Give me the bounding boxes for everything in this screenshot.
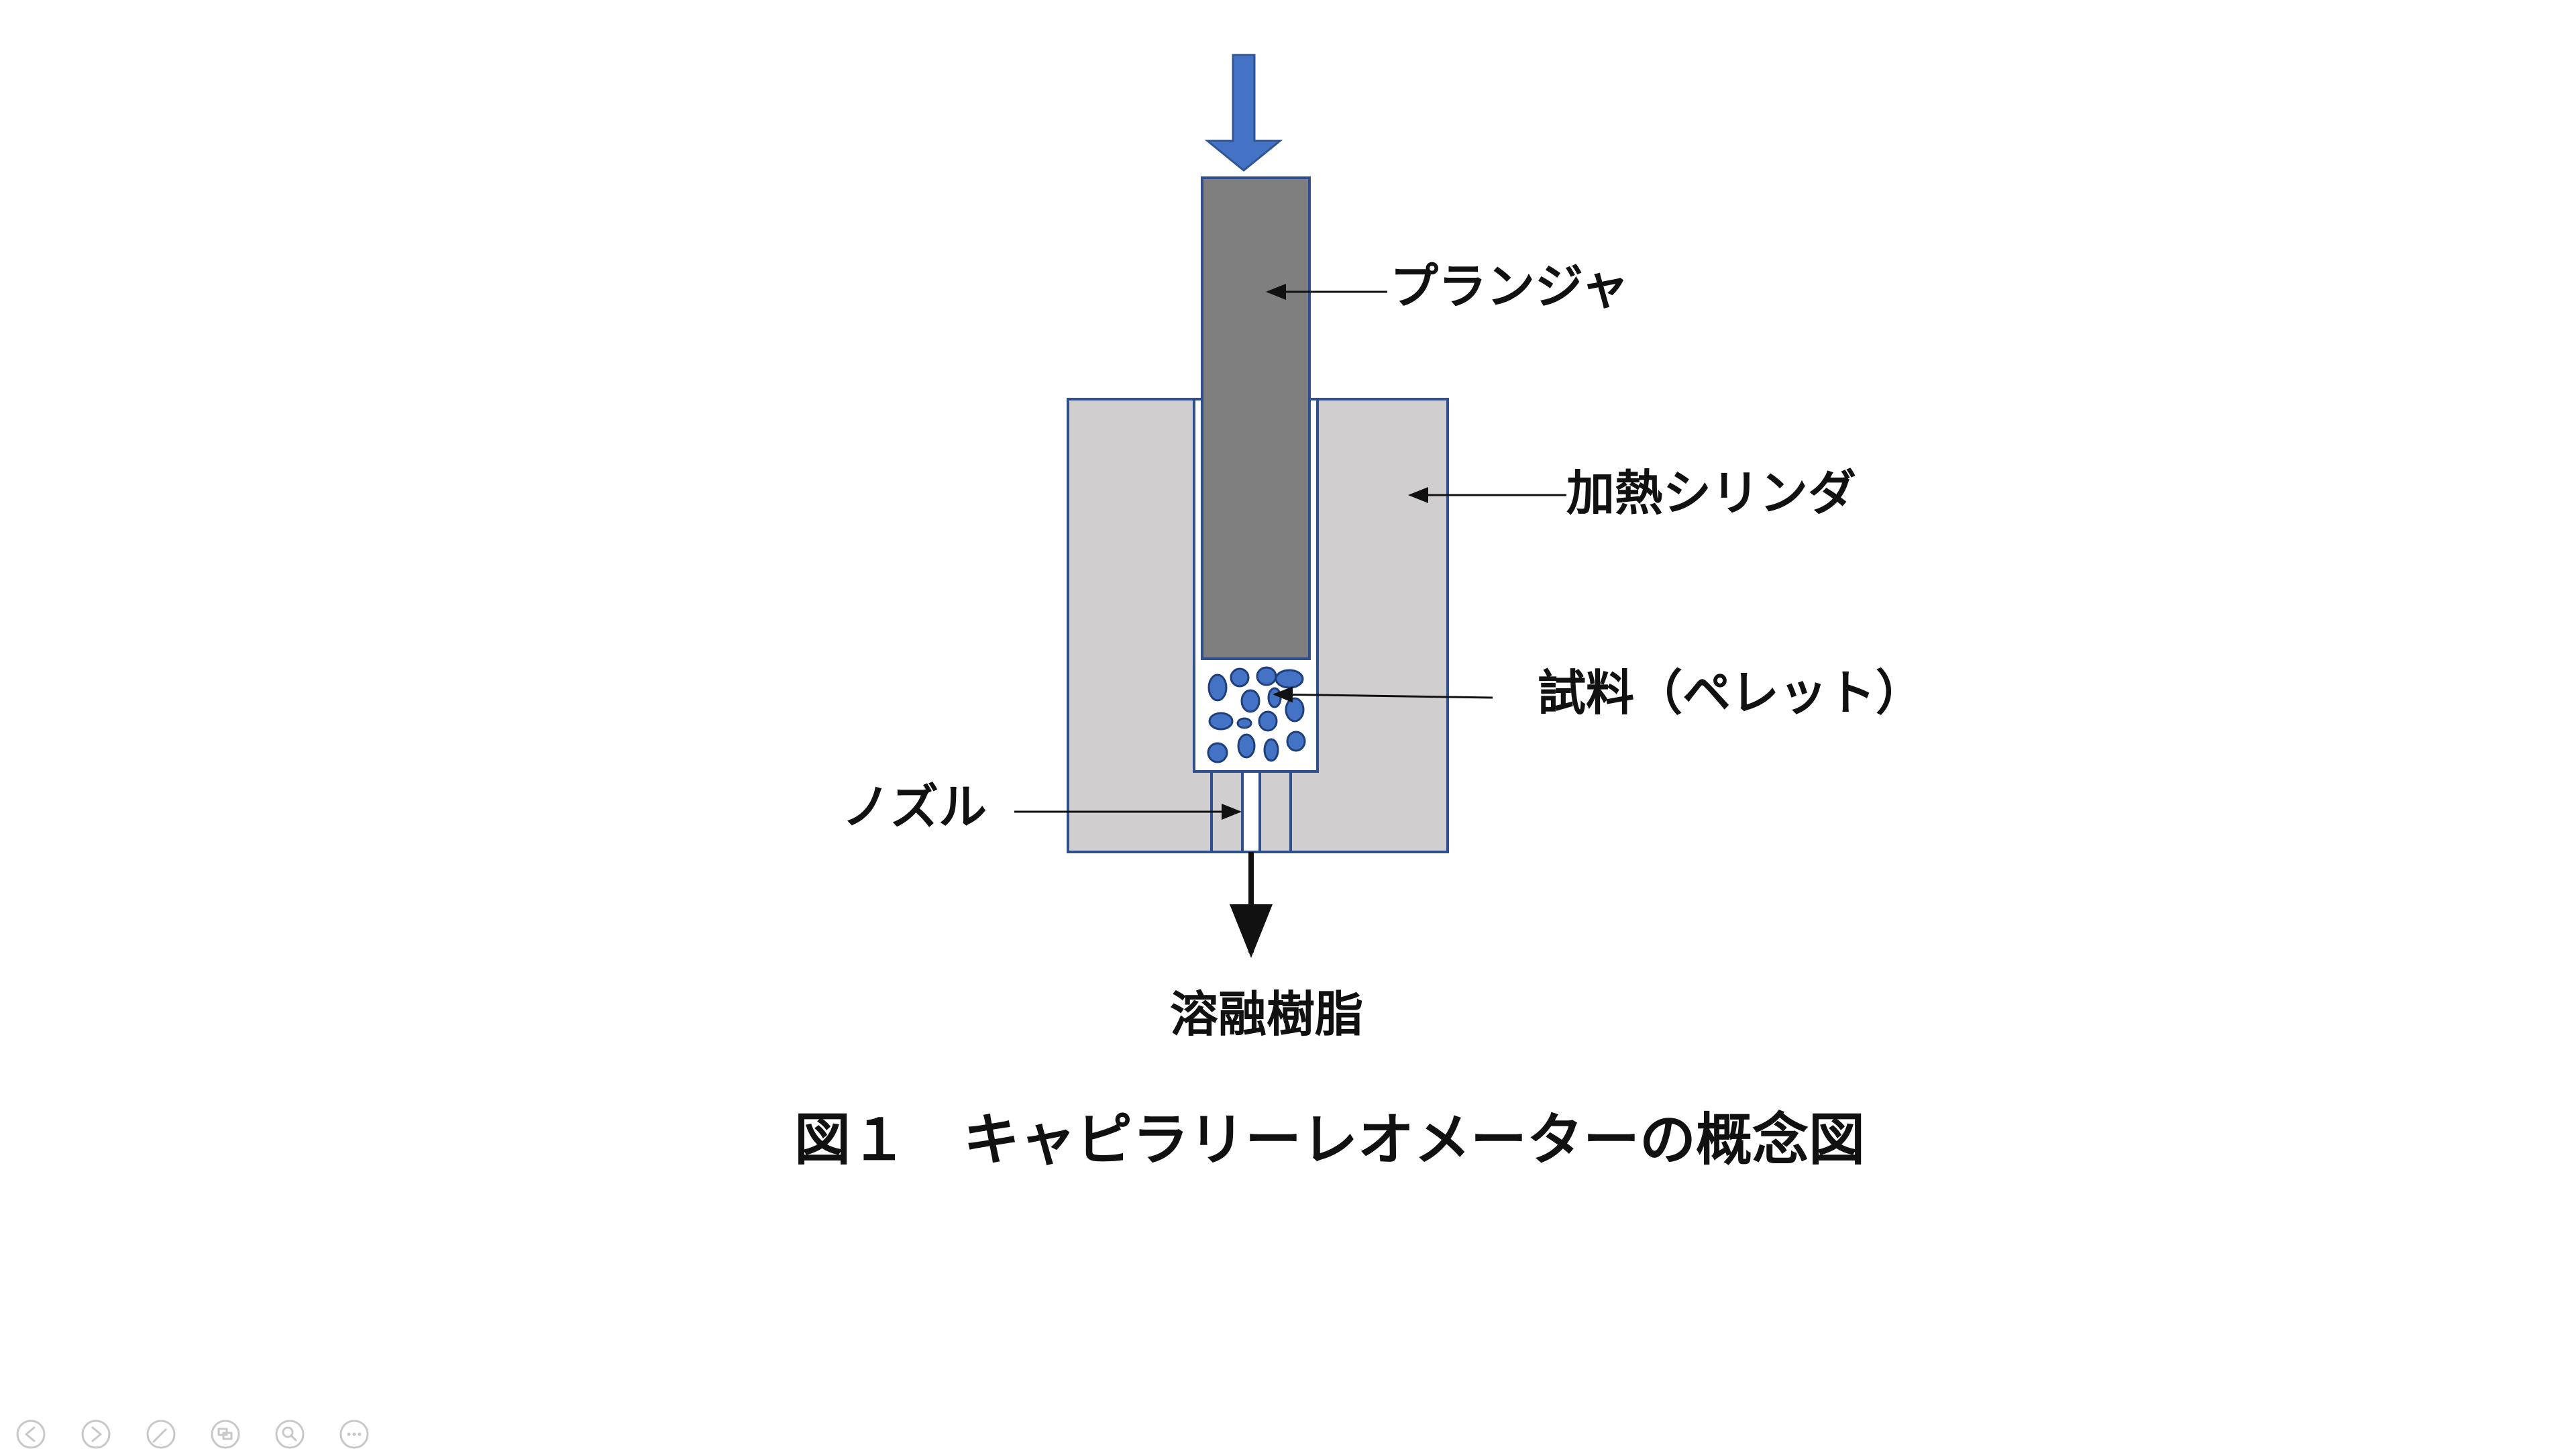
pellet	[1230, 667, 1250, 688]
pen-icon	[146, 1419, 176, 1449]
plunger-label: プランジャ	[1390, 258, 1629, 315]
pellet	[1286, 731, 1306, 752]
zoom-icon	[275, 1419, 305, 1449]
more-options-button[interactable]	[339, 1419, 369, 1449]
pellet	[1285, 697, 1305, 722]
pellet	[1236, 717, 1252, 729]
pellet	[1263, 738, 1279, 762]
slides-overview-button[interactable]	[211, 1419, 240, 1449]
nozzle-label: ノズル	[842, 779, 987, 835]
zoom-button[interactable]	[275, 1419, 305, 1449]
push-down-arrow	[1204, 54, 1283, 172]
pen-button[interactable]	[146, 1419, 176, 1449]
heating-cylinder-label: 加熱シリンダ	[1566, 465, 1856, 521]
pellet	[1237, 733, 1256, 759]
pellet	[1208, 674, 1228, 702]
next-slide-icon	[81, 1419, 111, 1449]
pellet	[1267, 687, 1282, 708]
pellet	[1240, 689, 1260, 713]
pellet	[1207, 742, 1228, 763]
previous-slide-button[interactable]	[16, 1419, 46, 1449]
sample-label: 試料（ペレット）	[1538, 665, 1924, 721]
nozzle-capillary	[1241, 770, 1261, 853]
pellet	[1258, 710, 1278, 732]
figure-caption: 図１ キャピラリーレオメーターの概念図	[794, 1107, 1865, 1173]
plunger	[1201, 176, 1311, 660]
next-slide-button[interactable]	[81, 1419, 111, 1449]
more-options-icon	[339, 1419, 369, 1449]
previous-slide-icon	[16, 1419, 46, 1449]
sample-leader-line	[1273, 686, 1493, 703]
molten-resin-label: 溶融樹脂	[1170, 986, 1363, 1042]
slide-controls	[16, 1419, 369, 1449]
pellet	[1275, 669, 1304, 689]
pellet	[1256, 666, 1277, 686]
pellet	[1208, 712, 1234, 731]
sample-pellets	[1207, 666, 1306, 763]
slides-overview-icon	[211, 1419, 240, 1449]
